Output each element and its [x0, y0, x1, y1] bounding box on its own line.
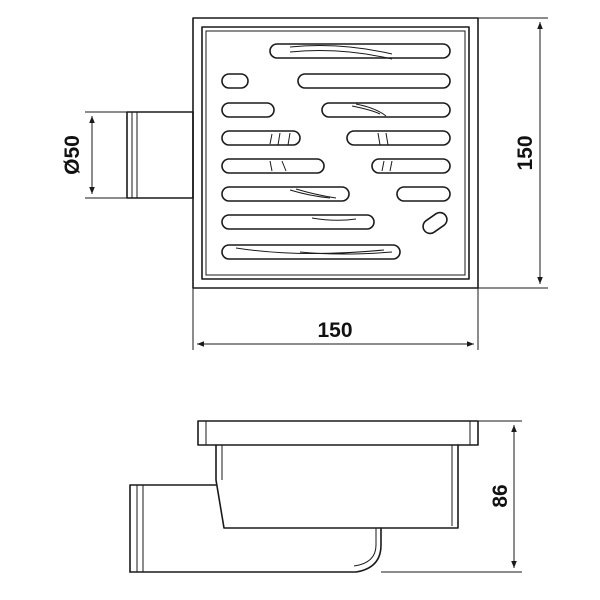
grate-slot	[269, 43, 451, 59]
grate-slot	[221, 214, 375, 230]
dimension-side-height: 86	[381, 420, 522, 573]
dimension-outlet-diameter: Ø50	[61, 111, 127, 199]
side-outlet-pipe	[126, 111, 194, 199]
dimension-top-height: 150	[478, 17, 548, 289]
grate-border-inner	[205, 30, 466, 276]
grate-slot	[221, 158, 325, 174]
grate-slot	[221, 244, 401, 260]
grate-slot	[221, 102, 275, 118]
grate-border	[201, 26, 470, 280]
grate-slots	[221, 43, 451, 260]
grate-slot	[346, 130, 451, 146]
internal-drain-arcs	[235, 45, 393, 255]
dimension-top-width: 150	[192, 288, 479, 350]
outlet-diameter-label: Ø50	[61, 135, 84, 175]
top-height-label: 150	[514, 135, 537, 170]
side-height-label: 86	[489, 484, 512, 507]
top-view: Ø50 150 150	[61, 17, 548, 350]
trap-bottom	[129, 527, 382, 573]
grate-slot	[371, 158, 451, 174]
grate-slot	[422, 211, 448, 235]
drain-body	[215, 444, 459, 529]
side-outlet	[129, 484, 217, 573]
grate-slot	[221, 186, 350, 202]
grate-slot	[297, 73, 451, 89]
grate-slot	[321, 102, 451, 118]
grate-slot	[396, 186, 451, 202]
flange	[197, 420, 479, 446]
side-view: 86	[129, 420, 522, 573]
grate-slot	[221, 73, 249, 89]
grate-slot	[221, 130, 301, 146]
top-width-label: 150	[317, 319, 352, 342]
